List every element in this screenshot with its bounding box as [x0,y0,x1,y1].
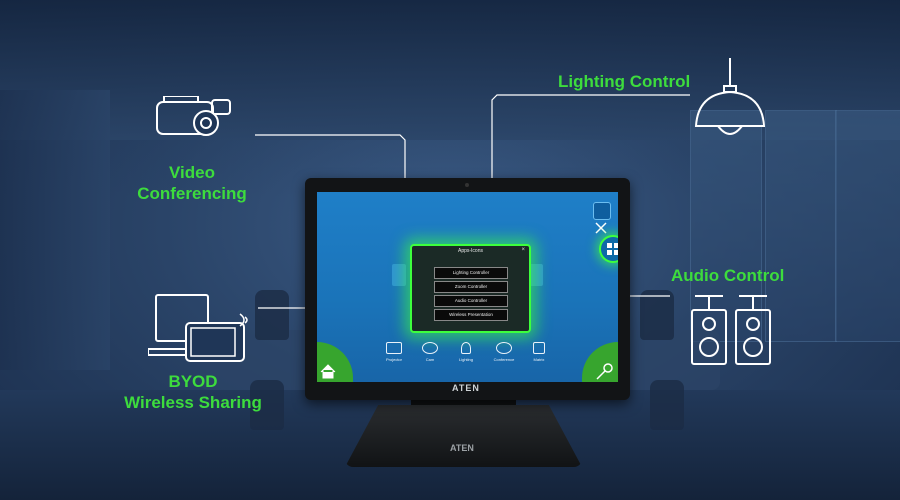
laptop-tablet-icon [147,293,260,368]
byod-label: BYOD Wireless Sharing [118,371,268,413]
close-icon[interactable]: × [521,247,525,253]
touch-monitor: Apps-Icons × Lighting Controller Zoom Co… [305,178,630,400]
speaker-icon [690,294,772,371]
bottom-item-label: Lighting [458,357,473,362]
bottom-item-matrix[interactable]: Matrix [522,342,556,362]
calendar-icon[interactable] [593,202,611,220]
byod-label-line2: Wireless Sharing [124,393,262,412]
bottom-item-label: Matrix [533,357,545,362]
apps-grid-icon[interactable] [599,235,618,263]
ceiling-lamp-icon [692,58,768,145]
bottom-item-cam[interactable]: Cam [413,342,447,362]
chair [250,380,284,430]
bulb-icon [461,342,471,354]
monitor-stand-base: ATEN [345,405,582,467]
background-tile [529,264,543,286]
bottom-item-label: Cam [425,357,435,362]
audio-control-label: Audio Control [671,266,785,285]
byod-label-line1: BYOD [168,372,218,391]
projector-icon [386,342,402,354]
base-brand-logo: ATEN [450,443,474,453]
video-label-line1: Video [169,163,215,182]
bezel-brand-logo: ATEN [452,383,480,393]
zoom-controller-button[interactable]: Zoom Controller [434,281,508,293]
webcam-dot [465,183,469,187]
video-conferencing-label: Video Conferencing [132,162,252,204]
audio-controller-button[interactable]: Audio Controller [434,295,508,307]
left-wall [0,90,110,370]
home-button[interactable] [317,342,353,382]
apps-popup: Apps-Icons × Lighting Controller Zoom Co… [410,244,531,333]
bottom-item-lighting[interactable]: Lighting [449,342,483,362]
bottom-item-projector[interactable]: Projector [377,342,411,362]
wifi-icon [238,310,256,335]
home-icon [320,364,336,379]
touch-screen: Apps-Icons × Lighting Controller Zoom Co… [317,192,618,382]
conference-icon [496,342,512,354]
chair [650,380,684,430]
bottom-item-label: Projector [385,357,402,362]
cam-icon [422,342,438,354]
background-tile [392,264,406,286]
window-panel [835,110,900,342]
bottom-item-label: Conference [493,357,515,362]
camera-icon [154,95,234,156]
matrix-icon [533,342,545,354]
chair [640,290,674,340]
chair [255,290,289,340]
bottom-item-conference[interactable]: Conference [487,342,521,362]
lighting-control-label: Lighting Control [558,72,691,91]
video-label-line2: Conferencing [137,184,247,203]
key-button[interactable] [582,342,618,382]
key-icon [596,363,613,380]
tools-icon[interactable] [593,220,609,236]
lighting-controller-button[interactable]: Lighting Controller [434,267,508,279]
window-panel [765,110,837,342]
window-panel [690,110,762,342]
popup-title: Apps-Icons [457,248,483,254]
wireless-presentation-button[interactable]: Wireless Presentation [434,309,508,321]
